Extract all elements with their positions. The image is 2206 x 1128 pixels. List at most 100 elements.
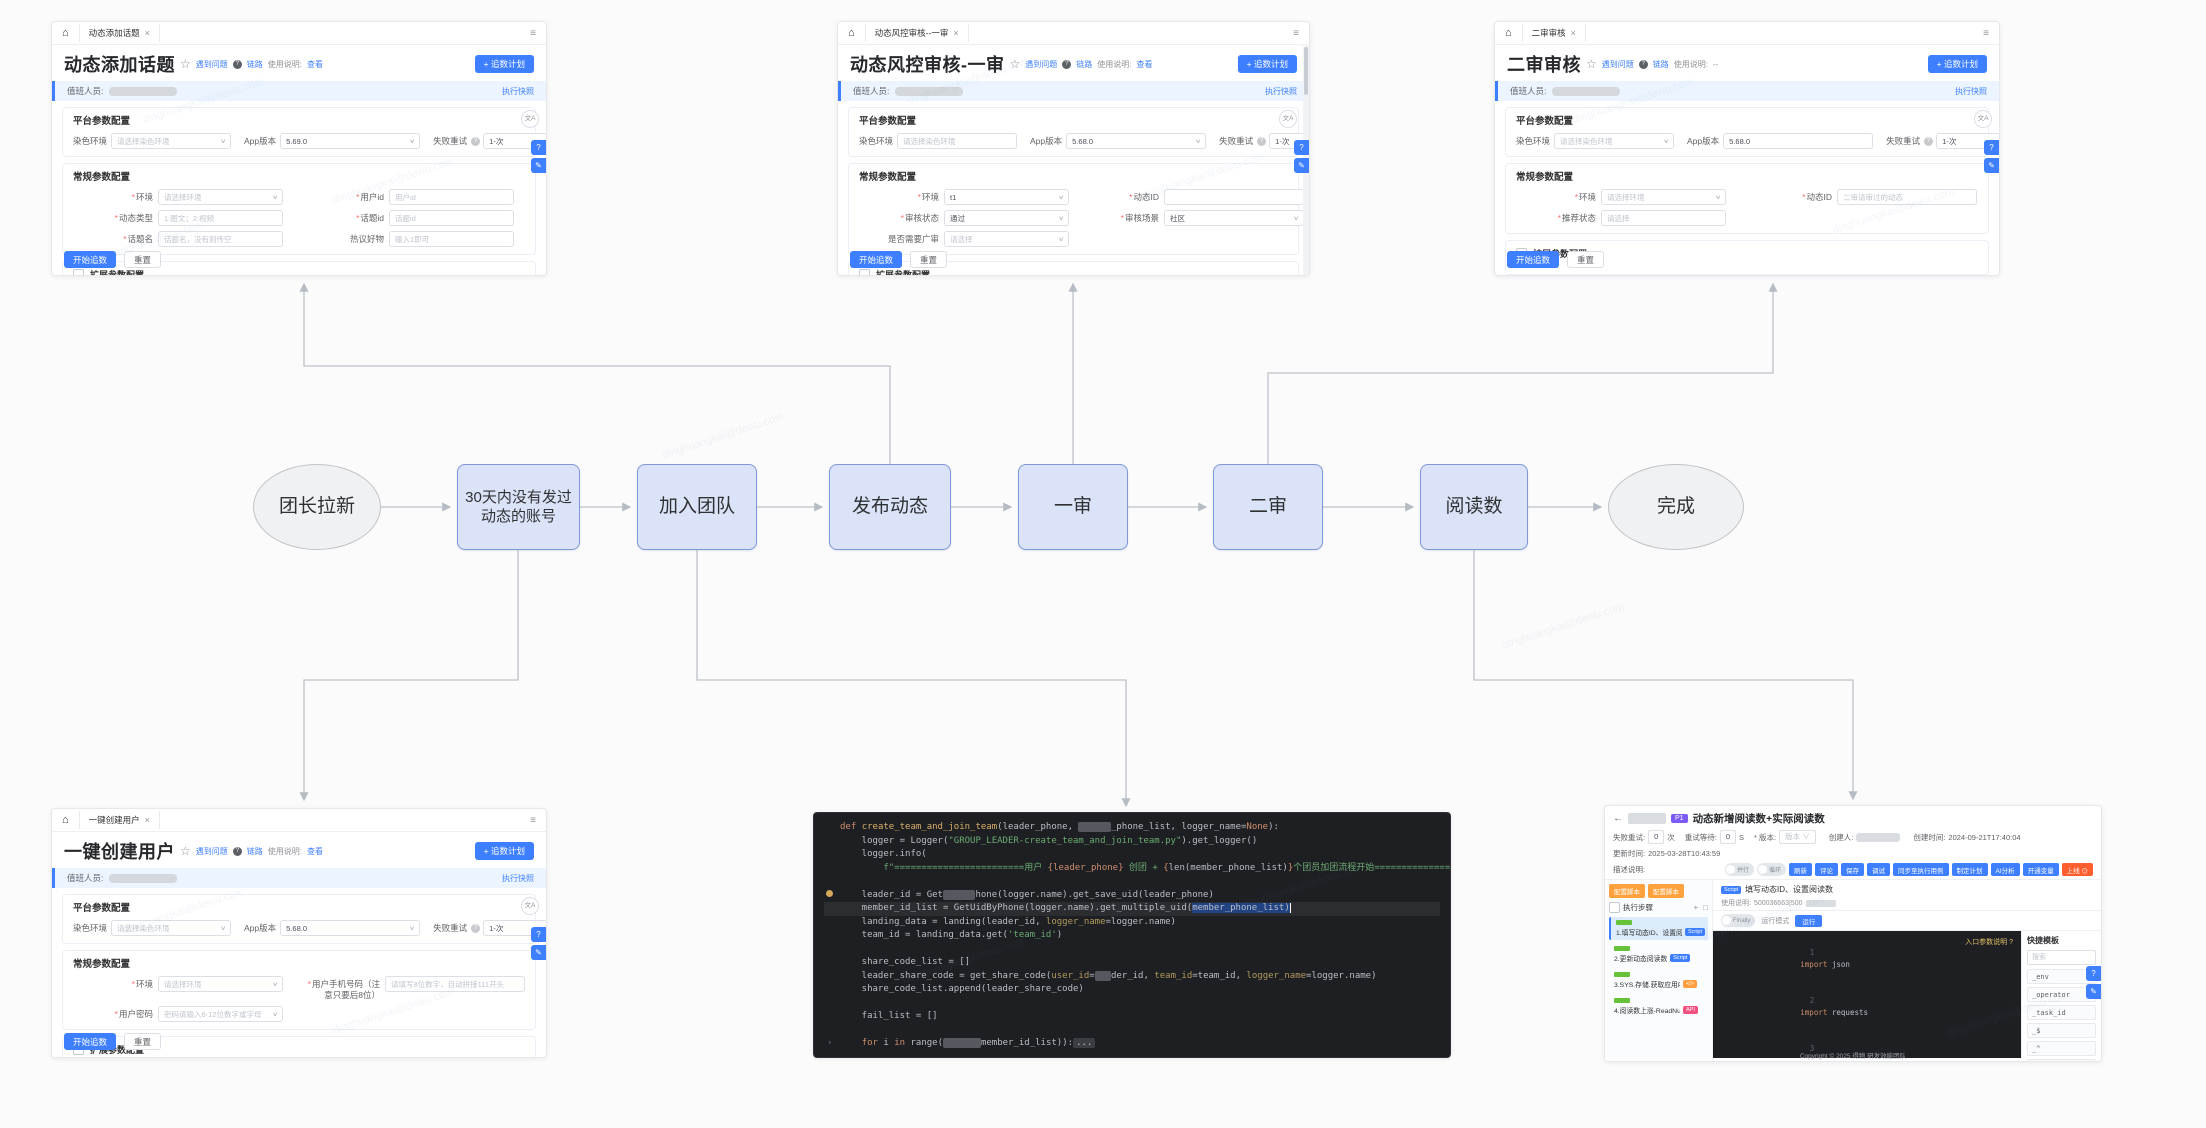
step-item[interactable]: 2.更新动态阅读数 Script	[1609, 943, 1708, 966]
page-tab[interactable]: 动态添加话题×	[78, 24, 160, 42]
menu-icon[interactable]: ≡	[1293, 27, 1299, 39]
flow-node[interactable]: 一审	[1018, 464, 1128, 550]
entry-params-note[interactable]: 入口参数说明 ?	[1965, 939, 2013, 946]
step-item[interactable]: 3.SYS.存储.获取应用PO... </>	[1609, 969, 1708, 992]
field-input[interactable]: 请选择染色环境∨	[111, 920, 232, 936]
help-icon[interactable]: ?	[2086, 966, 2101, 981]
edit-icon[interactable]: ✎	[531, 158, 546, 173]
toolbar-button[interactable]: 评论	[1815, 863, 1839, 876]
quick-template-item[interactable]: _task_id	[2027, 1005, 2096, 1020]
edit-icon[interactable]: ✎	[531, 945, 546, 960]
exec-snapshot-link[interactable]: 执行快照	[1955, 86, 1987, 96]
toolbar-button[interactable]: 上线 ⊙	[2061, 863, 2093, 876]
flow-node[interactable]: 30天内没有发过动态的账号	[457, 464, 580, 550]
translate-icon[interactable]: 文A	[521, 897, 539, 915]
translate-icon[interactable]: 文A	[521, 110, 539, 128]
toolbar-button[interactable]: 保存	[1841, 863, 1865, 876]
search-input[interactable]: 搜索	[2027, 950, 2096, 965]
flow-node[interactable]: 发布动态	[829, 464, 951, 550]
flow-node[interactable]: 完成	[1608, 464, 1744, 550]
issue-link[interactable]: 遇到问题	[1025, 59, 1058, 69]
reset-button[interactable]: 重置	[1567, 251, 1605, 268]
field-input[interactable]: 用户id	[389, 189, 514, 205]
screenshot-card-code-editor[interactable]: def create_team_and_join_team(leader_pho…	[813, 812, 1451, 1058]
toolbar-button[interactable]: 开通变量	[2022, 863, 2059, 876]
help-icon[interactable]: ?	[531, 140, 546, 155]
issue-link[interactable]: 遇到问题	[195, 846, 228, 856]
field-input[interactable]: 请选择	[1601, 210, 1726, 226]
field-input[interactable]: 请填写8位数字，自动拼接111开头	[385, 976, 525, 992]
run-button[interactable]: 运行	[1795, 914, 1823, 927]
plan-button[interactable]: + 追数计划	[474, 842, 534, 860]
meta-value[interactable]	[1856, 832, 1901, 842]
field-input[interactable]: 社区∨	[1164, 210, 1304, 226]
close-icon[interactable]: ×	[144, 815, 150, 825]
home-icon[interactable]: ⌂	[1505, 27, 1512, 39]
field-input[interactable]: 请选择环境∨	[1601, 189, 1726, 205]
field-input[interactable]: 5.68.0∨	[280, 920, 421, 936]
field-input[interactable]: 5.68.0∨	[1066, 133, 1207, 149]
close-icon[interactable]: ×	[953, 28, 959, 38]
meta-value[interactable]: 2024-09-21T17:40:04	[1948, 832, 2021, 842]
field-input[interactable]: 通过∨	[944, 210, 1069, 226]
reset-button[interactable]: 重置	[910, 251, 948, 268]
checkbox[interactable]	[859, 269, 870, 275]
help-icon[interactable]: ?	[531, 927, 546, 942]
flow-node[interactable]: 阅读数	[1420, 464, 1528, 550]
start-button[interactable]: 开始追数	[850, 251, 903, 268]
checkbox[interactable]	[1609, 902, 1620, 913]
field-input[interactable]: 请选择环境∨	[158, 189, 283, 205]
back-icon[interactable]: ←	[1613, 813, 1623, 824]
finally-toggle[interactable]: Finally	[1721, 914, 1756, 927]
field-input[interactable]: 输入1即可	[389, 231, 514, 247]
help-icon[interactable]: ?	[1294, 140, 1309, 155]
edit-icon[interactable]: ✎	[2086, 984, 2101, 999]
field-input[interactable]	[1164, 189, 1304, 205]
plan-button[interactable]: + 追数计划	[1927, 55, 1987, 73]
star-icon[interactable]: ☆	[1009, 57, 1021, 71]
exec-snapshot-link[interactable]: 执行快照	[502, 873, 534, 883]
usage-link[interactable]: 查看	[307, 846, 323, 856]
menu-icon[interactable]: ≡	[1983, 27, 1989, 39]
field-input[interactable]: t1∨	[944, 189, 1069, 205]
close-icon[interactable]: ×	[144, 28, 150, 38]
usage-link[interactable]: 查看	[1136, 59, 1153, 69]
meta-value[interactable]: 版本 ∨	[1779, 830, 1816, 844]
field-input[interactable]: 1:图文；2:视频	[158, 210, 283, 226]
step-item[interactable]: 1.填写动态ID、设置阅读... Script	[1609, 917, 1708, 940]
step-item[interactable]: 4.阅读数上涨-ReadNum... API	[1609, 995, 1708, 1018]
home-icon[interactable]: ⌂	[62, 814, 69, 826]
field-input[interactable]: 1-次∨	[483, 133, 546, 149]
home-icon[interactable]: ⌂	[848, 27, 855, 39]
add-step-icon[interactable]: +	[1693, 903, 1699, 912]
chain-link[interactable]: 链路	[246, 59, 263, 69]
plan-button[interactable]: + 追数计划	[1237, 55, 1297, 73]
flow-node[interactable]: 加入团队	[637, 464, 757, 550]
menu-icon[interactable]: ≡	[530, 27, 536, 39]
page-tab[interactable]: 动态风控审核--一审×	[864, 24, 969, 42]
script-config-chip[interactable]: 配置脚本	[1609, 884, 1645, 898]
translate-icon[interactable]: 文A	[1279, 110, 1297, 128]
field-input[interactable]: 请选择染色环境∨	[1554, 133, 1675, 149]
plan-button[interactable]: + 追数计划	[474, 55, 534, 73]
meta-value[interactable]: 0	[1648, 830, 1665, 844]
page-tab[interactable]: 一键创建用户×	[78, 811, 160, 829]
toggle[interactable]: 并行	[1725, 863, 1755, 876]
flow-node[interactable]: 二审	[1213, 464, 1323, 550]
edit-icon[interactable]: ✎	[1984, 158, 1999, 173]
translate-icon[interactable]: 文A	[1974, 110, 1992, 128]
star-icon[interactable]: ☆	[1586, 57, 1597, 71]
script-editor[interactable]: 入口参数说明 ? 1 import json 2 import requests	[1713, 931, 2021, 1058]
usage-link[interactable]: 查看	[307, 59, 323, 69]
quick-template-item[interactable]: _^headers	[2027, 1059, 2096, 1061]
field-input[interactable]: 请选择染色环境	[897, 133, 1018, 149]
flow-node[interactable]: 团长拉新	[253, 464, 381, 550]
toolbar-button[interactable]: 刷新	[1789, 863, 1813, 876]
reset-button[interactable]: 重置	[124, 1033, 162, 1050]
home-icon[interactable]: ⌂	[62, 27, 69, 39]
start-button[interactable]: 开始追数	[64, 251, 117, 268]
quick-template-item[interactable]: _^	[2027, 1041, 2096, 1056]
start-button[interactable]: 开始追数	[1507, 251, 1560, 268]
issue-link[interactable]: 遇到问题	[195, 59, 228, 69]
field-input[interactable]: 话题id	[389, 210, 514, 226]
